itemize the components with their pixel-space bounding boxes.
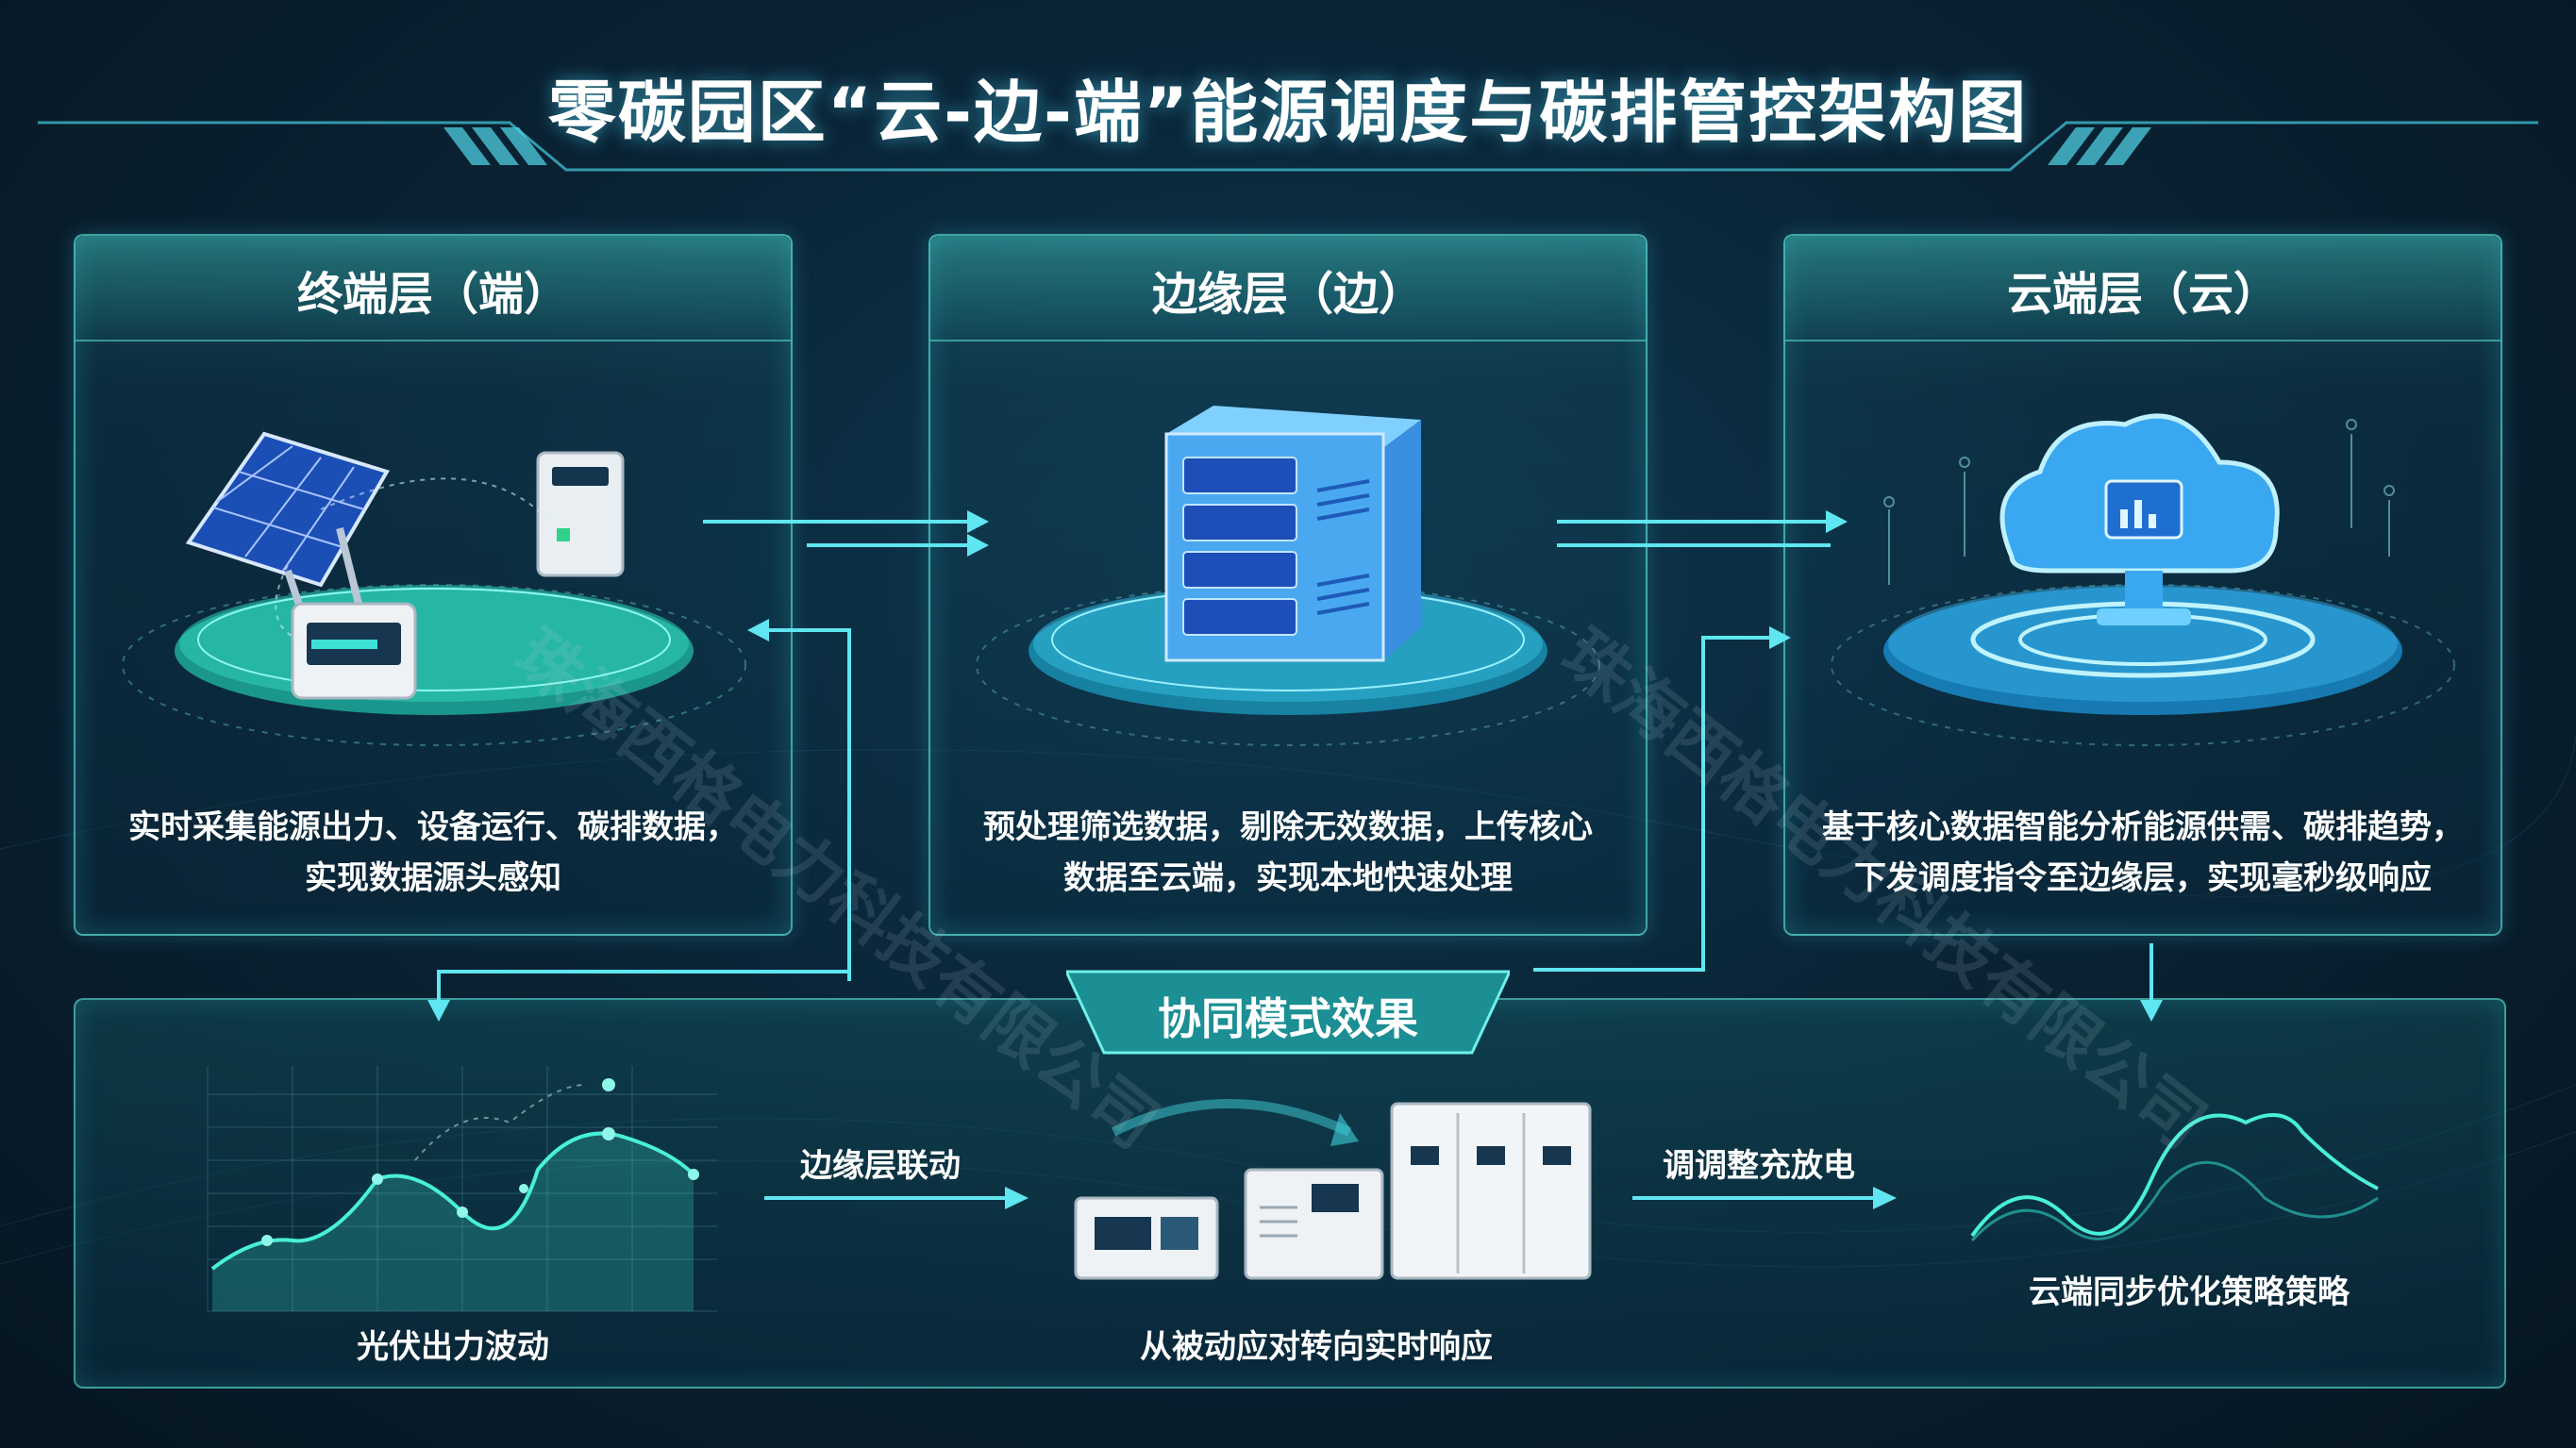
edge-server-illustration [976, 406, 1600, 746]
cloud-strategy-wave [1970, 1113, 2379, 1242]
description-line: 基于核心数据智能分析能源供需、碳排趋势， [1822, 808, 2464, 846]
synergy-badge-background [1066, 970, 1510, 1055]
pv-output-label: 光伏出力波动 [357, 1328, 549, 1366]
charge-adjust-arrow [1632, 1187, 1897, 1209]
storage-response-label: 从被动应对转向实时响应 [1140, 1328, 1493, 1366]
storage-unit-medium-icon [1244, 1168, 1384, 1280]
panel-header [930, 236, 1646, 341]
description-line: 数据至云端，实现本地快速处理 [1063, 859, 1513, 897]
edge-layer-description: 预处理筛选数据，剔除无效数据，上传核心 数据至云端，实现本地快速处理 [959, 802, 1617, 904]
cloud-strategy-label: 云端同步优化策略策略 [2029, 1273, 2350, 1311]
cloud-illustration [1831, 413, 2455, 746]
storage-unit-small-icon [1074, 1196, 1219, 1280]
charge-adjust-label: 调调整充放电 [1663, 1147, 1855, 1185]
edge-layer-title: 边缘层（边） [1151, 268, 1424, 321]
edge-link-label: 边缘层联动 [800, 1147, 961, 1185]
storage-unit-large-icon [1390, 1102, 1592, 1280]
description-line: 实时采集能源出力、设备运行、碳排数据， [128, 808, 738, 846]
terminal-devices-illustration [122, 431, 746, 746]
cloud-layer-title: 云端层（云） [2006, 268, 2279, 321]
page-title: 零碳园区“云-边-端”能源调度与碳排管控架构图 [547, 73, 2029, 152]
cloud-layer-panel: 云端层（云） 基于核心数据智能分析能源供需、碳排趋势， 下发调度指令至边缘层，实… [1783, 234, 2502, 936]
energy-storage-cabinets [1074, 1099, 1592, 1280]
description-line: 实现数据源头感知 [305, 859, 561, 897]
edge-layer-panel: 边缘层（边） 预处理筛选数据，剔除无 [928, 234, 1648, 936]
battery-storage-icon [291, 602, 417, 700]
description-line: 下发调度指令至边缘层，实现毫秒级响应 [1854, 859, 2432, 897]
panel-header [75, 236, 791, 341]
terminal-layer-title: 终端层（端） [296, 268, 569, 321]
terminal-layer-description: 实时采集能源出力、设备运行、碳排数据， 实现数据源头感知 [104, 802, 762, 904]
synergy-badge: 协同模式效果 [1158, 993, 1418, 1044]
pv-output-chart [207, 1066, 717, 1312]
description-line: 预处理筛选数据，剔除无效数据，上传核心 [983, 808, 1593, 846]
panel-header [1785, 236, 2501, 341]
inverter-icon [536, 451, 625, 577]
terminal-layer-panel: 终端层（端） [74, 234, 793, 936]
solar-panel-icon [185, 431, 390, 615]
cloud-layer-description: 基于核心数据智能分析能源供需、碳排趋势， 下发调度指令至边缘层，实现毫秒级响应 [1814, 802, 2472, 904]
server-icon [1164, 406, 1421, 662]
edge-link-arrow [764, 1187, 1029, 1209]
cloud-computing-icon [1999, 413, 2280, 625]
